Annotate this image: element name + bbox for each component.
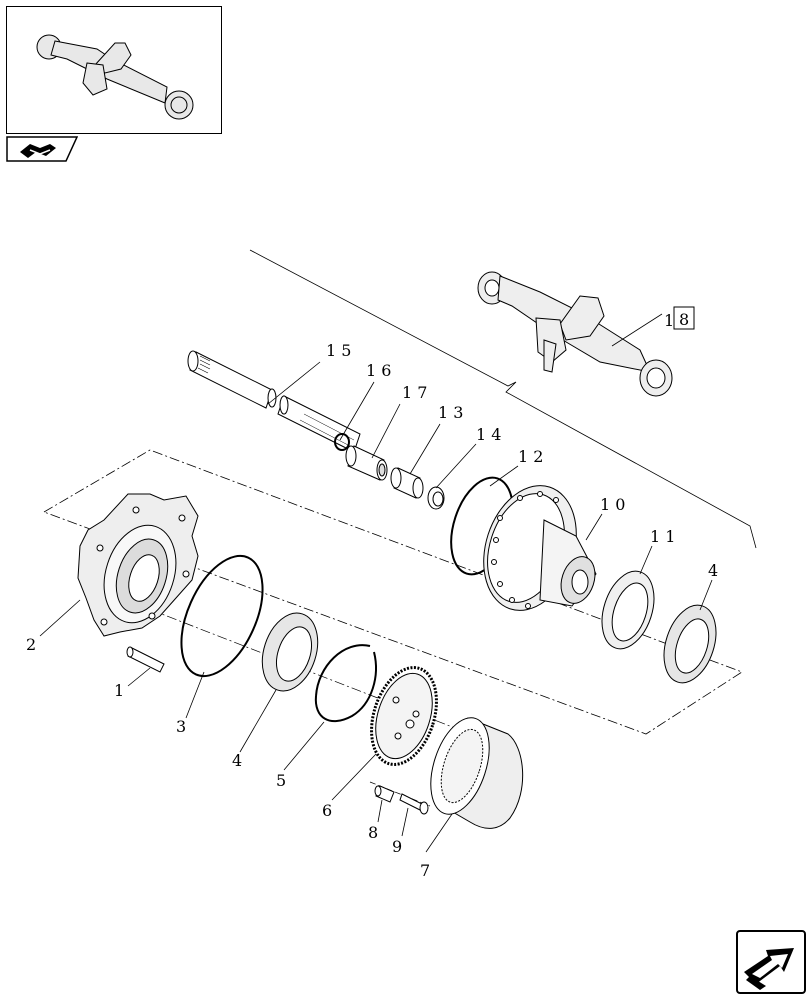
callout-16: 1 6 (366, 361, 391, 380)
part-10-hub (483, 485, 597, 611)
part-4-bearing-upper (663, 604, 717, 684)
next-page-button[interactable] (736, 930, 806, 994)
axle-reference-illustration (477, 271, 673, 397)
callout-7: 7 (420, 861, 430, 880)
assembly-tab-icon[interactable] (6, 136, 78, 162)
part-11-seal (601, 570, 655, 650)
reference-boxed-number[interactable]: 8 (679, 310, 689, 329)
part-3-o-ring (180, 554, 264, 678)
callout-9: 9 (392, 837, 402, 856)
callout-6: 6 (322, 801, 332, 820)
part-9-screw (399, 793, 429, 815)
callout-1: 1 (114, 681, 124, 700)
callout-15: 1 5 (326, 341, 351, 360)
part-13-bushing (390, 467, 424, 499)
part-16-snap-ring (334, 433, 350, 451)
reference-prefix: 1 (664, 311, 674, 330)
part-5-snap-ring (314, 644, 377, 723)
callout-17: 1 7 (402, 383, 427, 402)
callout-14: 1 4 (476, 425, 501, 444)
next-page-arrow-icon (744, 948, 794, 990)
callout-4-lower: 4 (232, 751, 242, 770)
part-6-planet-carrier-gear (370, 666, 438, 766)
callout-4-upper: 4 (708, 561, 718, 580)
part-15-axle-shaft (187, 350, 361, 453)
part-7-ring-gear (430, 717, 524, 829)
callout-10: 1 0 (600, 495, 625, 514)
callout-5: 5 (276, 771, 286, 790)
callout-13: 1 3 (438, 403, 463, 422)
part-17-sleeve (345, 445, 388, 481)
axle-thumbnail-icon (36, 34, 194, 120)
part-14-ring (427, 486, 445, 510)
group-outline-solid (249, 249, 757, 549)
leader-lines (39, 313, 713, 853)
callout-8: 8 (368, 823, 378, 842)
part-8-plug (374, 785, 395, 803)
group-outline-dashdot (43, 449, 743, 735)
part-4-bearing-lower (261, 612, 319, 692)
reference-box[interactable] (673, 306, 695, 330)
axle-thumbnail (6, 6, 222, 134)
callout-11: 1 1 (650, 527, 675, 546)
callout-3: 3 (176, 717, 186, 736)
callout-12: 1 2 (518, 447, 543, 466)
part-1-pin (126, 646, 165, 673)
part-2-spindle-flange (77, 493, 199, 637)
callout-2: 2 (26, 635, 36, 654)
